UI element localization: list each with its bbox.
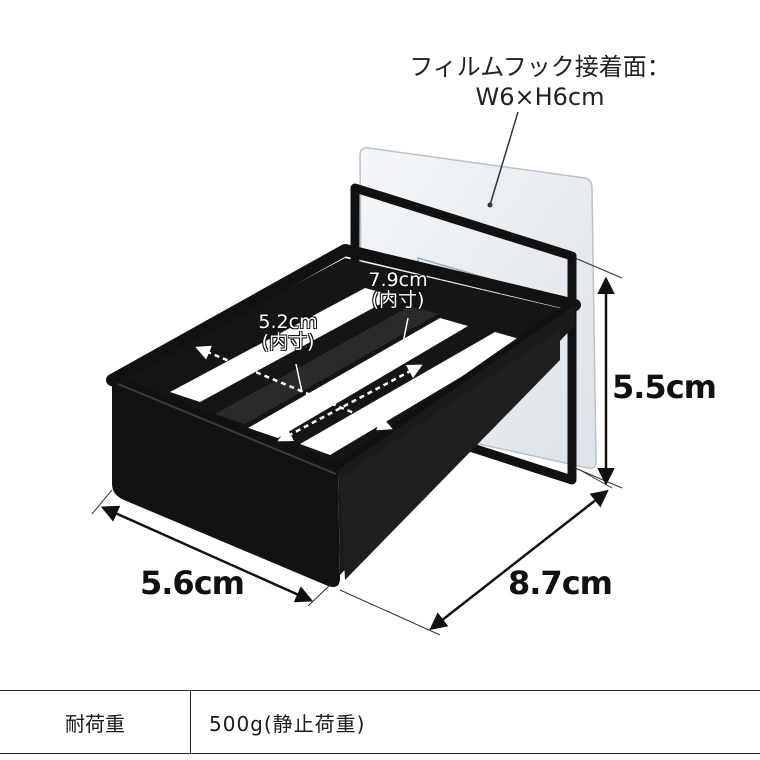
inner-width-label: 5.2cm (内寸) <box>238 312 338 352</box>
width-label: 5.6cm <box>140 564 245 602</box>
load-capacity-value: 500g(静止荷重) <box>209 711 366 736</box>
load-capacity-label: 耐荷重 <box>0 691 191 753</box>
product-diagram: フィルムフック接着面： W6×H6cm 7.9cm (内寸) 5.2cm (内寸… <box>91 52 717 636</box>
callout-leader <box>489 111 519 206</box>
width-dimension <box>91 489 331 607</box>
height-label: 5.5cm <box>612 368 717 406</box>
depth-dimension <box>339 469 613 636</box>
callout-leader-dot <box>487 202 493 208</box>
depth-label: 8.7cm <box>508 564 613 602</box>
product-illustration <box>91 111 623 636</box>
callout-line2: W6×H6cm <box>475 83 605 111</box>
inner-width-note: (内寸) <box>261 331 315 353</box>
inner-width-value: 5.2cm <box>258 311 318 333</box>
inner-depth-note: (内寸) <box>371 289 425 311</box>
callout-line1: フィルムフック接着面： <box>409 53 671 81</box>
film-hook-callout: フィルムフック接着面： W6×H6cm <box>380 52 700 112</box>
inner-depth-value: 7.9cm <box>368 269 428 291</box>
inner-depth-label: 7.9cm (内寸) <box>348 270 448 310</box>
inner-depth-leader <box>401 317 409 349</box>
inner-width-leader <box>295 363 303 393</box>
load-capacity-table: 耐荷重 500g(静止荷重) <box>0 690 760 754</box>
